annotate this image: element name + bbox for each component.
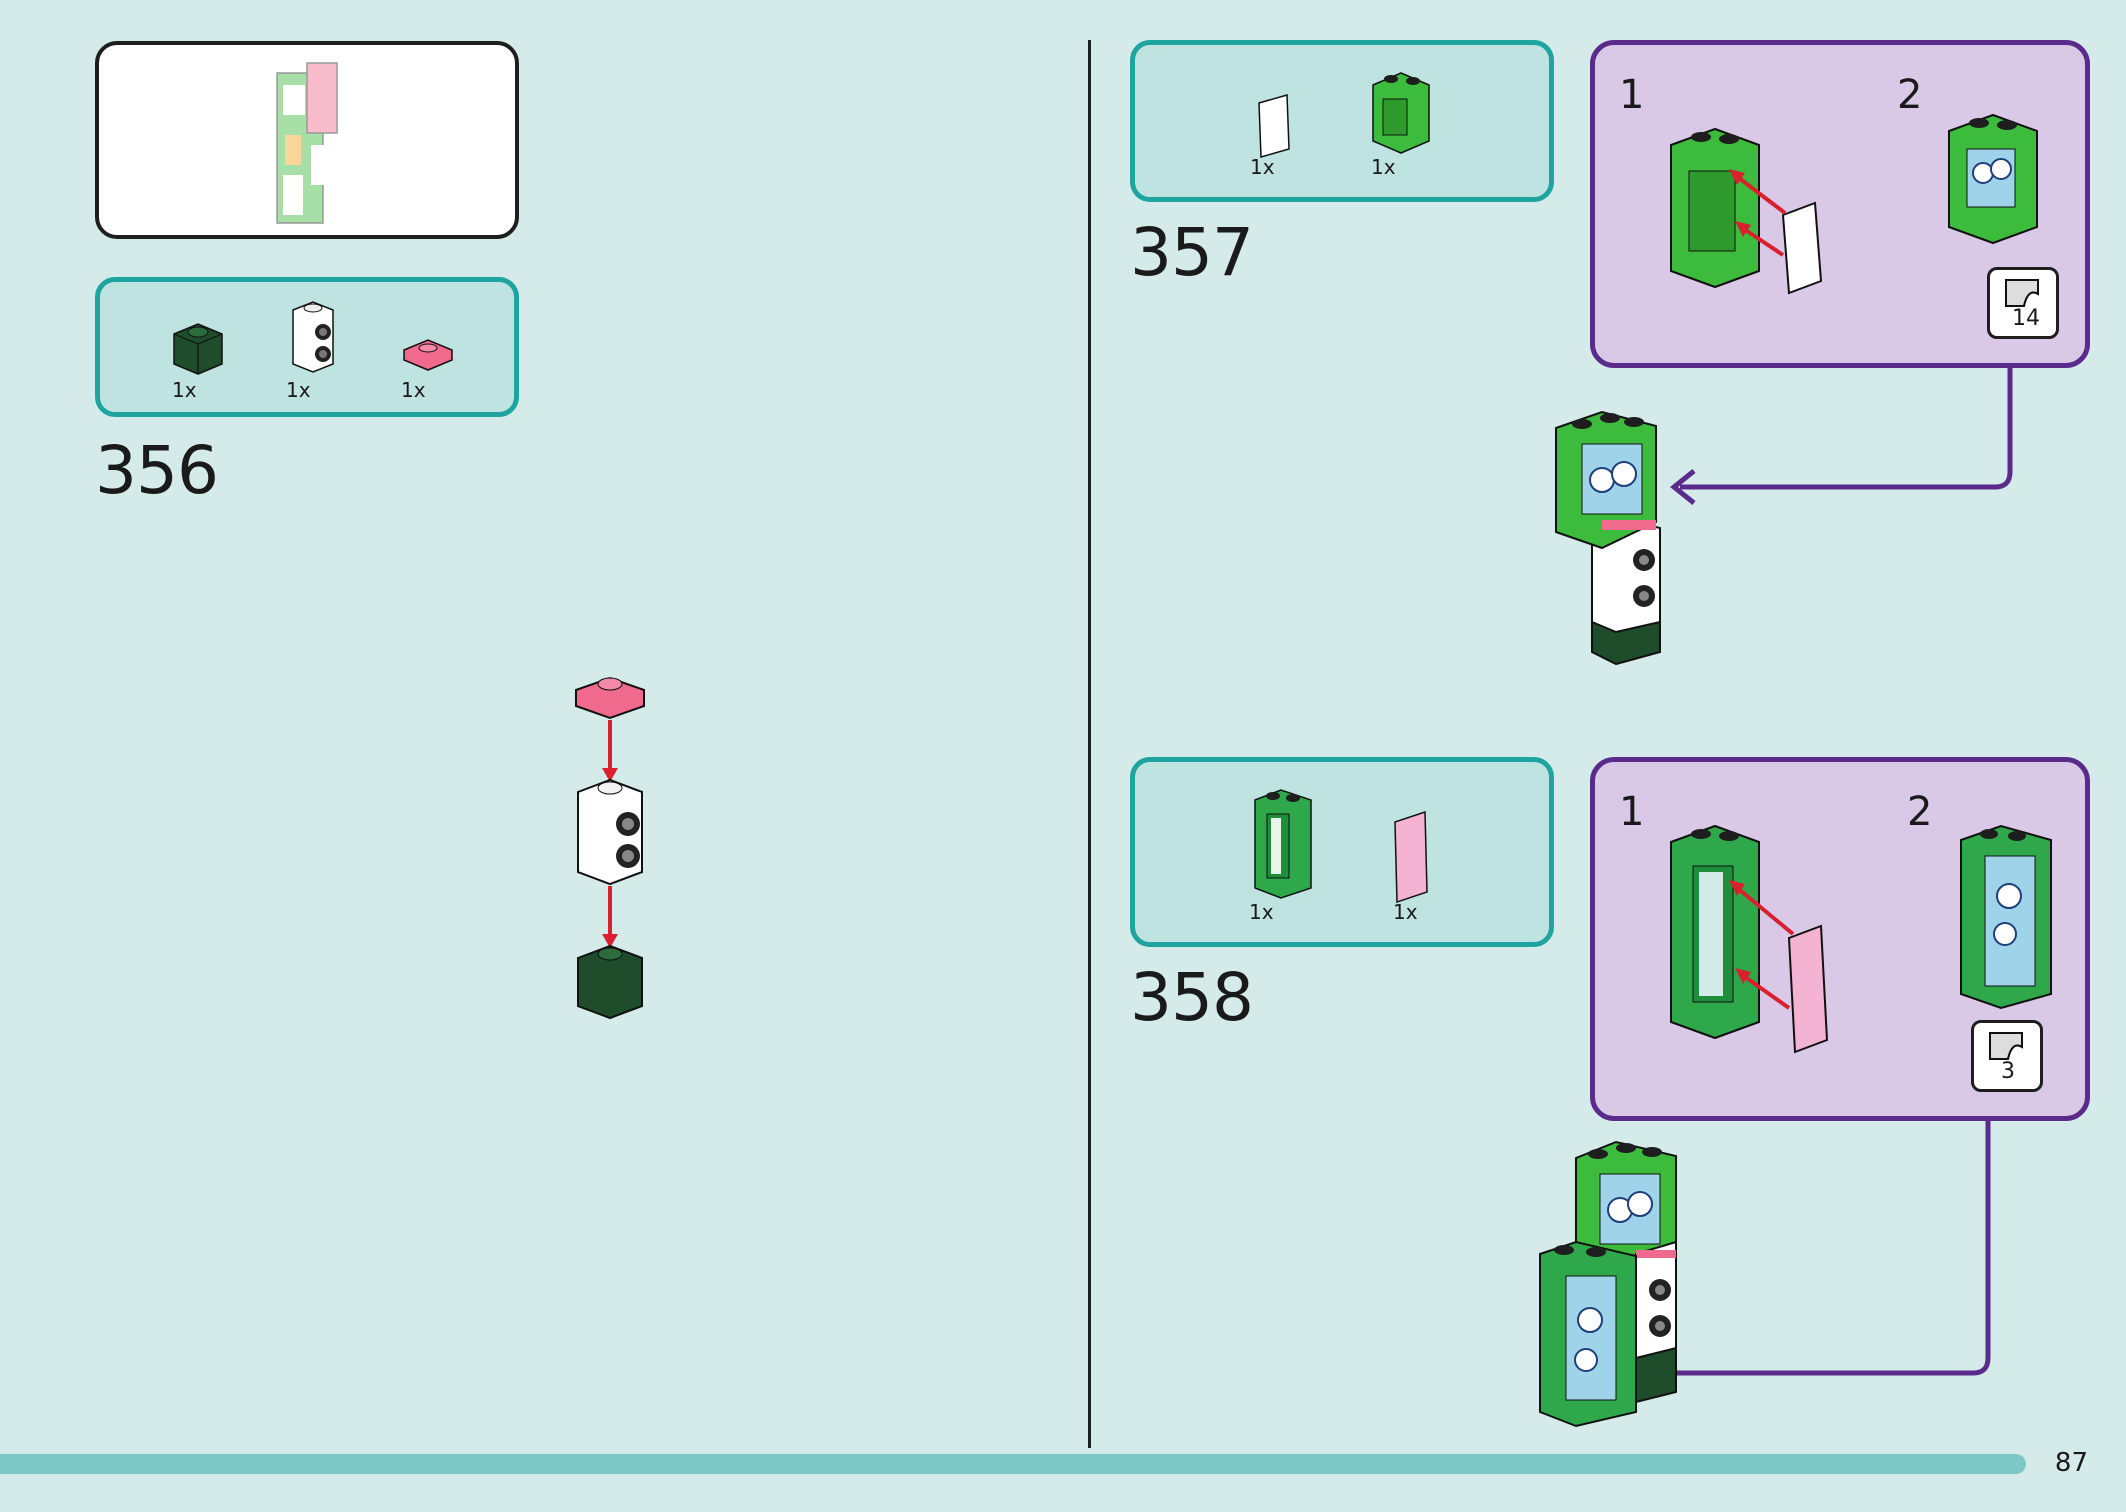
part-white-brick-with-studs-icon bbox=[292, 301, 334, 373]
part-qty: 1x bbox=[1393, 900, 1418, 924]
sticker-icon bbox=[2005, 279, 2039, 307]
part-dark-green-brick-icon bbox=[173, 323, 223, 375]
step-356-assembly-diagram bbox=[575, 676, 645, 1020]
page-divider bbox=[1088, 40, 1091, 1448]
overview-model-image bbox=[276, 62, 338, 224]
step-number-357: 357 bbox=[1130, 214, 1254, 291]
page-number: 87 bbox=[2054, 1448, 2088, 1478]
sticker-callout: 3 bbox=[1971, 1020, 2043, 1092]
substep-1-insert-panel-diagram bbox=[1670, 127, 1823, 295]
parts-box-357: 1x 1x bbox=[1130, 40, 1554, 202]
overview-thumbnail bbox=[95, 41, 519, 239]
part-qty: 1x bbox=[401, 378, 426, 402]
part-qty: 1x bbox=[172, 378, 197, 402]
substep-2-framed-photo-diagram bbox=[1948, 113, 2038, 245]
substep-box-357: 1 2 14 bbox=[1590, 40, 2090, 368]
part-white-panel-icon bbox=[1258, 94, 1290, 158]
substep-label: 1 bbox=[1619, 72, 1645, 118]
parts-box-356: 1x 1x 1x bbox=[95, 277, 519, 417]
part-pink-plate-icon bbox=[403, 339, 453, 371]
substep-2-framed-tall-photo-diagram bbox=[1960, 824, 2052, 1010]
part-green-tall-window-frame-icon bbox=[1254, 789, 1312, 899]
parts-box-358: 1x 1x bbox=[1130, 757, 1554, 947]
part-qty: 1x bbox=[1250, 155, 1275, 179]
part-qty: 1x bbox=[286, 378, 311, 402]
substep-label: 2 bbox=[1907, 789, 1933, 835]
sticker-number: 14 bbox=[2012, 306, 2040, 331]
step-357-result-model bbox=[1555, 410, 1661, 666]
part-qty: 1x bbox=[1371, 155, 1396, 179]
bottom-progress-bar bbox=[0, 1454, 2026, 1474]
part-pink-transparent-panel-icon bbox=[1394, 810, 1428, 904]
sticker-number: 3 bbox=[2001, 1059, 2015, 1084]
substep-box-358: 1 2 3 bbox=[1590, 757, 2090, 1121]
step-number-358: 358 bbox=[1130, 959, 1254, 1036]
substep-label: 2 bbox=[1897, 72, 1923, 118]
step-number-356: 356 bbox=[95, 432, 219, 509]
sticker-icon bbox=[1989, 1032, 2023, 1060]
substep-label: 1 bbox=[1619, 789, 1645, 835]
substep-1-insert-pink-panel-diagram bbox=[1670, 824, 1829, 1054]
part-green-window-frame-icon bbox=[1372, 72, 1430, 154]
part-qty: 1x bbox=[1249, 900, 1274, 924]
sticker-callout: 14 bbox=[1987, 267, 2059, 339]
step-358-result-model bbox=[1539, 1140, 1677, 1428]
